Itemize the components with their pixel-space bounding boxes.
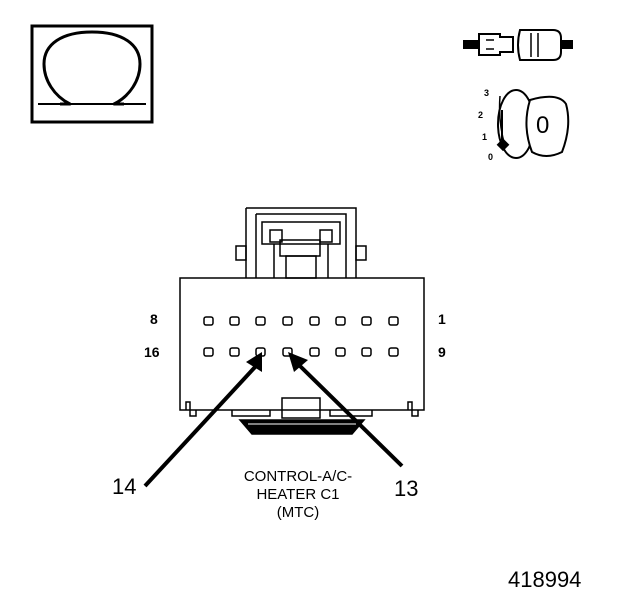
callout-label-13: 13 xyxy=(394,476,419,501)
caption-line-3: (MTC) xyxy=(276,504,320,521)
key-position-0: 0 xyxy=(488,152,494,162)
ignition-key-off-icon xyxy=(496,89,570,159)
pin-15 xyxy=(229,347,240,357)
pin-9 xyxy=(388,347,399,357)
connector-housing xyxy=(179,207,425,435)
callout-arrow-14 xyxy=(143,352,262,488)
pin-2 xyxy=(361,316,372,326)
key-position-2: 2 xyxy=(478,110,484,120)
callout-arrow-13 xyxy=(288,352,404,468)
pin-label-top-right: 1 xyxy=(438,311,446,327)
pin-4 xyxy=(309,316,320,326)
pin-6 xyxy=(255,316,266,326)
pin-8 xyxy=(203,316,214,326)
pin-11 xyxy=(335,347,346,357)
pin-label-bottom-right: 9 xyxy=(438,344,446,360)
pin-3 xyxy=(335,316,346,326)
pin-label-top-left: 8 xyxy=(150,311,158,327)
caption-line-2: HEATER C1 xyxy=(256,486,340,503)
pin-5 xyxy=(282,316,293,326)
figure-number: 418994 xyxy=(508,567,582,592)
pin-label-bottom-left: 16 xyxy=(144,344,160,360)
callout-label-14: 14 xyxy=(112,474,137,499)
pin-16 xyxy=(203,347,214,357)
pin-12 xyxy=(309,347,320,357)
key-position-3: 3 xyxy=(484,88,490,98)
connector-caption: CONTROL-A/C- HEATER C1 (MTC) xyxy=(218,468,378,522)
pin-cavities xyxy=(203,316,399,357)
ohmmeter-icon xyxy=(30,24,154,124)
key-setting-label: 0 xyxy=(536,112,550,139)
pin-1 xyxy=(388,316,399,326)
connector-disconnected-icon xyxy=(463,29,573,61)
key-position-1: 1 xyxy=(482,132,488,142)
pin-7 xyxy=(229,316,240,326)
pin-10 xyxy=(361,347,372,357)
caption-line-1: CONTROL-A/C- xyxy=(243,468,353,485)
